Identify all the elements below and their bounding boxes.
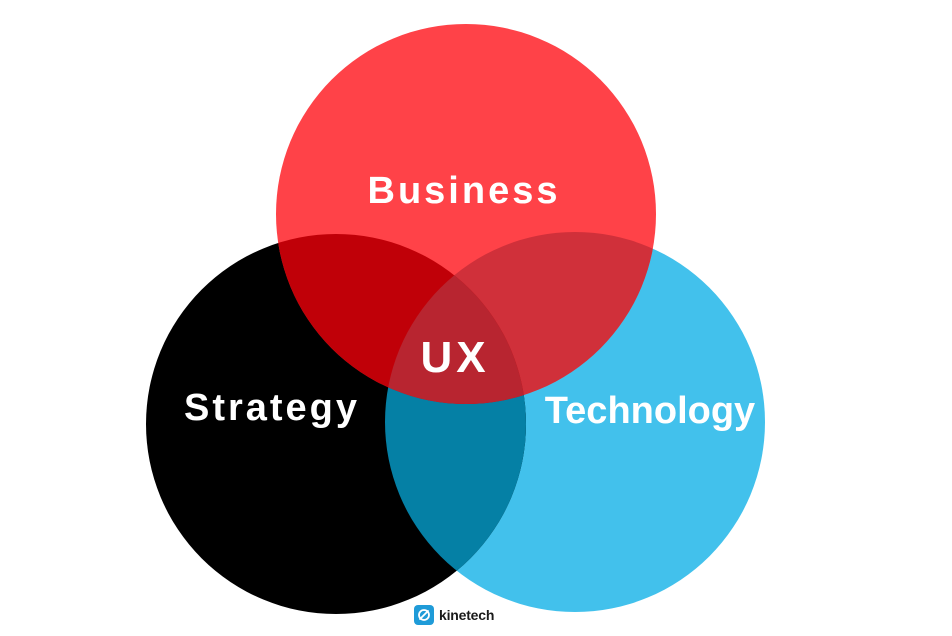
kinetech-logo: kinetech: [414, 602, 494, 628]
technology-label: Technology: [545, 390, 755, 432]
ux-center-overlap: [385, 234, 526, 404]
kinetech-logo-icon: [414, 605, 434, 625]
ux-label: UX: [420, 333, 489, 382]
logo-wordmark: kinetech: [439, 607, 495, 623]
strategy-label: Strategy: [184, 387, 360, 429]
business-label: Business: [368, 170, 561, 212]
